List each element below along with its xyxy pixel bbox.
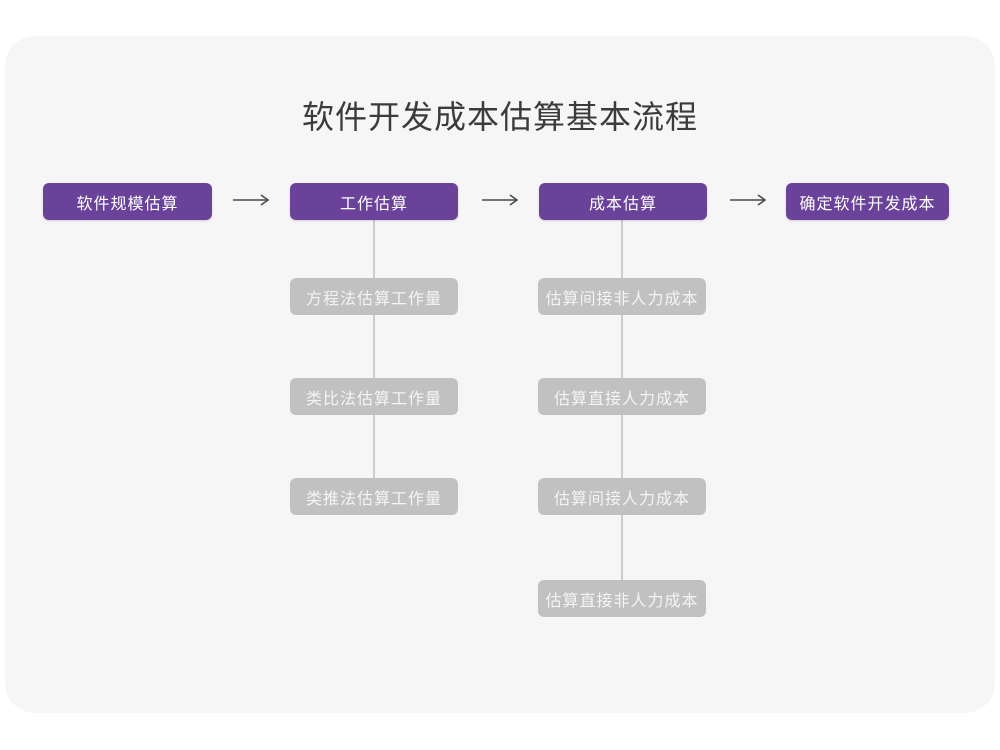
connector-line-work-estimation — [373, 219, 375, 497]
flow-node-label: 估算间接人力成本 — [553, 490, 690, 508]
flow-node-indirect-nonlabor-cost: 估算间接非人力成本 — [538, 278, 706, 315]
flow-node-analogy-method: 类比法估算工作量 — [290, 378, 458, 415]
flow-node-software-scale-estimation: 软件规模估算 — [43, 183, 212, 220]
right-arrow-icon — [233, 194, 270, 206]
flow-node-label: 类推法估算工作量 — [305, 490, 442, 508]
flow-node-label: 估算直接人力成本 — [553, 390, 690, 408]
flow-node-inference-method: 类推法估算工作量 — [290, 478, 458, 515]
flow-node-label: 方程法估算工作量 — [305, 290, 442, 308]
flow-node-label: 工作估算 — [339, 195, 408, 213]
flow-node-label: 估算直接非人力成本 — [545, 592, 699, 610]
flow-node-indirect-labor-cost: 估算间接人力成本 — [538, 478, 706, 515]
flow-node-equation-method: 方程法估算工作量 — [290, 278, 458, 315]
diagram-title: 软件开发成本估算基本流程 — [301, 99, 698, 135]
flow-node-label: 类比法估算工作量 — [305, 390, 442, 408]
flow-node-direct-nonlabor-cost: 估算直接非人力成本 — [538, 580, 706, 617]
right-arrow-icon — [730, 194, 767, 206]
right-arrow-icon — [482, 194, 519, 206]
flow-node-cost-estimation: 成本估算 — [539, 183, 707, 220]
flow-node-label: 软件规模估算 — [76, 195, 179, 213]
flow-node-label: 估算间接非人力成本 — [545, 290, 699, 308]
flow-node-direct-labor-cost: 估算直接人力成本 — [538, 378, 706, 415]
flow-node-label: 确定软件开发成本 — [799, 195, 936, 213]
diagram-card-background — [5, 36, 995, 713]
flow-node-work-estimation: 工作估算 — [290, 183, 458, 220]
flow-node-determine-dev-cost: 确定软件开发成本 — [786, 183, 949, 220]
flow-node-label: 成本估算 — [588, 195, 657, 213]
